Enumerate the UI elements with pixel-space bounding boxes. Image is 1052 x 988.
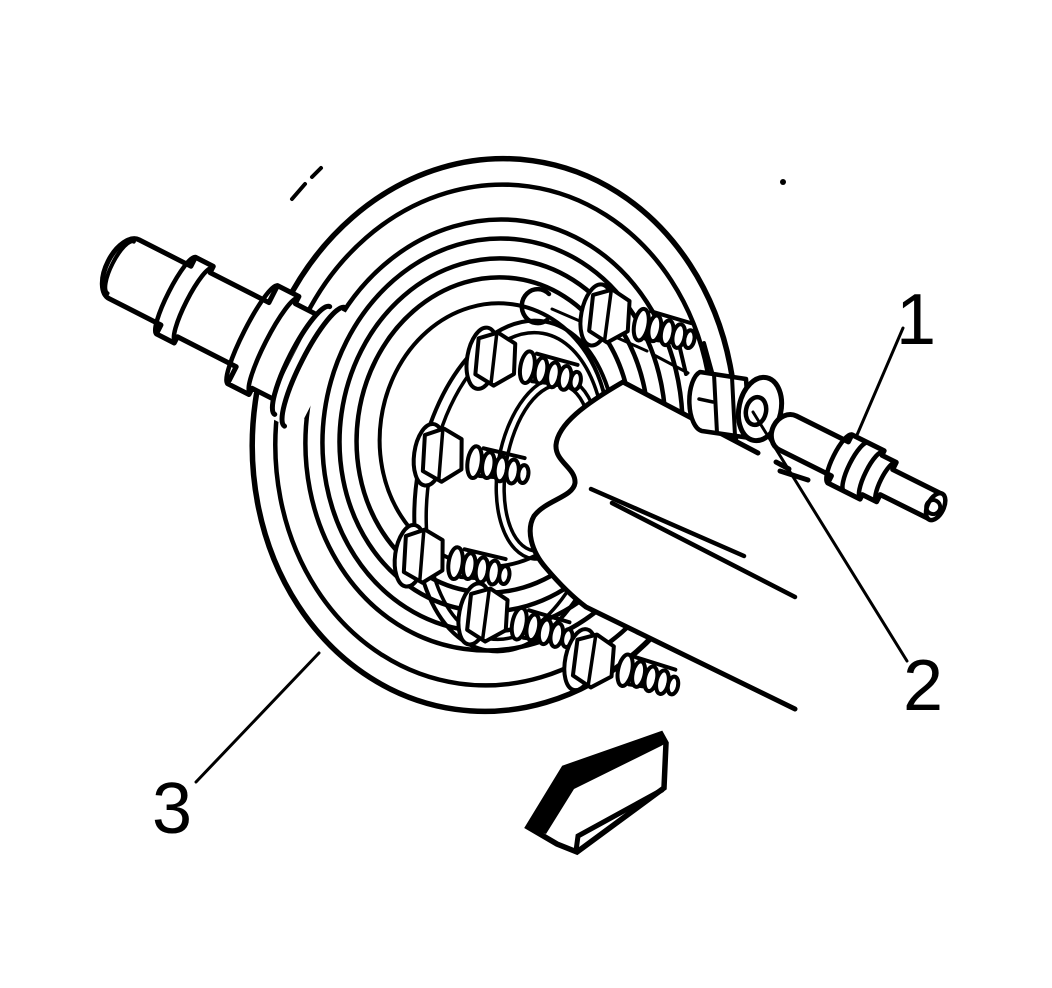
shaft-collar-edge (171, 265, 215, 344)
shaft-collar-edge (246, 295, 301, 396)
axle-tube-shading (609, 500, 798, 600)
leader-line-1 (855, 326, 905, 437)
axle-tube-shading (588, 486, 747, 559)
vent-bracket-line (702, 341, 714, 374)
hose-bore (924, 498, 943, 517)
shaft-collar-edge (152, 254, 198, 337)
vent-line-segment (652, 353, 690, 375)
hose-rib-edge (840, 440, 871, 494)
callout-3-label: 3 (152, 769, 192, 849)
direction-arrow-band (528, 734, 666, 834)
callout-1-label: 1 (896, 280, 936, 360)
callout-2-label: 2 (903, 646, 943, 726)
leader-line-2 (751, 410, 909, 663)
vent-hole-mark (519, 286, 552, 326)
hose-collar-edge (873, 460, 899, 505)
nut-facet-line (730, 375, 737, 438)
hose-rib-edge (856, 449, 886, 501)
axle-shaft (99, 236, 356, 432)
direction-arrow-outline (524, 730, 669, 856)
direction-arrow (524, 730, 669, 856)
shaft-boss-edge (269, 303, 333, 417)
callouts: 1 2 3 (152, 280, 943, 849)
ink-dot (780, 179, 786, 185)
hose-rib-edge (824, 432, 855, 486)
vent-fitting-bore (743, 394, 769, 428)
vent-fitting (687, 369, 785, 444)
leader-line-3 (194, 651, 321, 784)
direction-arrow-bottom-edge (573, 787, 665, 854)
nut-facet-line (712, 372, 719, 435)
rim-hatch-dash (310, 166, 323, 179)
rim-hatch-dash (290, 182, 307, 201)
nut-facet-line (697, 397, 715, 404)
axle-tube-contour (527, 379, 798, 712)
shaft-end-cap-edge (103, 239, 136, 296)
axle-tube-fill (530, 382, 930, 770)
shaft-collar-edge (224, 283, 280, 386)
shaft-boss-edge (279, 304, 348, 429)
